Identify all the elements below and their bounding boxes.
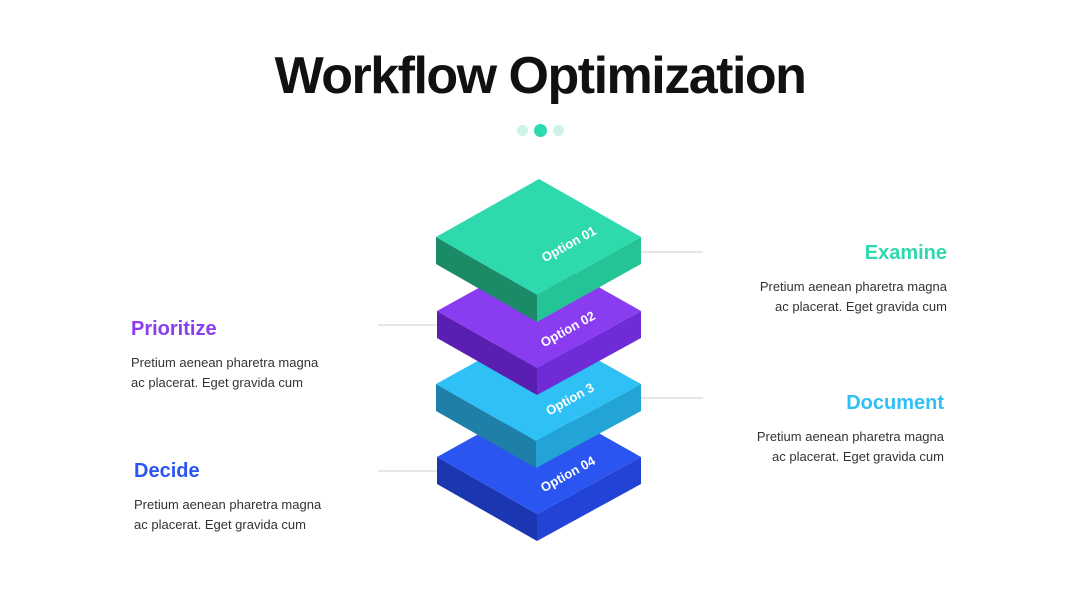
item-heading: Decide xyxy=(134,460,200,482)
layer-side-right xyxy=(536,384,641,468)
layer-side-right xyxy=(537,457,641,541)
description-line: Pretium aenean pharetra magna xyxy=(756,429,944,444)
item-examine: Examine Pretium aenean pharetra magna ac… xyxy=(727,242,947,317)
layer-side-right xyxy=(537,311,641,395)
item-description: Pretium aenean pharetra magna ac placera… xyxy=(727,277,947,317)
item-document: Document Pretium aenean pharetra magna a… xyxy=(724,392,944,467)
layer-side-right xyxy=(537,237,641,322)
item-heading: Prioritize xyxy=(131,318,217,340)
description-line: ac placerat. Eget gravida cum xyxy=(775,299,947,314)
description-line: Pretium aenean pharetra magna xyxy=(131,355,319,370)
item-heading: Document xyxy=(846,392,944,414)
description-line: Pretium aenean pharetra magna xyxy=(759,279,947,294)
dot-indicator xyxy=(552,125,564,136)
item-heading: Examine xyxy=(864,242,947,264)
description-line: ac placerat. Eget gravida cum xyxy=(131,375,303,390)
layer-option-01: Option 01 xyxy=(436,179,641,322)
layer-side-left xyxy=(437,311,537,395)
layer-side-left xyxy=(437,457,537,541)
description-line: ac placerat. Eget gravida cum xyxy=(772,449,944,464)
item-decide: Decide Pretium aenean pharetra magna ac … xyxy=(134,460,354,535)
page-title: Workflow Optimization xyxy=(274,47,807,105)
layer-top xyxy=(436,179,641,295)
item-prioritize: Prioritize Pretium aenean pharetra magna… xyxy=(131,318,351,393)
layer-side-left xyxy=(436,237,537,322)
dot-indicator xyxy=(516,125,528,136)
item-description: Pretium aenean pharetra magna ac placera… xyxy=(724,427,944,467)
description-line: Pretium aenean pharetra magna xyxy=(134,497,322,512)
description-line: ac placerat. Eget gravida cum xyxy=(134,517,306,532)
pagination-dots xyxy=(0,124,1080,137)
dot-indicator-active xyxy=(533,124,547,137)
item-description: Pretium aenean pharetra magna ac placera… xyxy=(134,495,354,535)
item-description: Pretium aenean pharetra magna ac placera… xyxy=(131,353,351,393)
layer-side-left xyxy=(436,384,536,468)
